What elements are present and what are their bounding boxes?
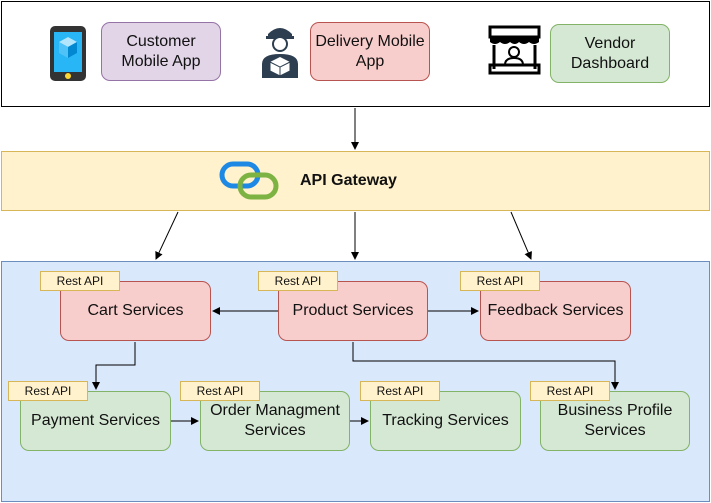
rest-api-tag: Rest API <box>40 271 120 291</box>
arrow-gateway-to-cart <box>155 211 179 260</box>
rest-api-tag: Rest API <box>360 381 440 401</box>
vendor-dashboard-box: Vendor Dashboard <box>550 24 670 83</box>
rest-api-tag: Rest API <box>258 271 338 291</box>
arrow-cart-to-payment <box>92 342 136 390</box>
product-services-box: Product Services <box>278 281 428 341</box>
delivery-mobile-app-box: Delivery Mobile App <box>310 22 430 81</box>
order-management-services-box: Order Managment Services <box>200 391 350 451</box>
tracking-services-box: Tracking Services <box>370 391 521 451</box>
mobile-phone-icon <box>49 25 89 82</box>
customer-mobile-app-box: Customer Mobile App <box>101 22 221 81</box>
rest-api-tag: Rest API <box>180 381 260 401</box>
cart-services-box: Cart Services <box>60 281 211 341</box>
rest-api-tag: Rest API <box>460 271 540 291</box>
api-gateway-region <box>1 151 710 211</box>
rest-api-tag: Rest API <box>530 381 610 401</box>
storefront-icon <box>488 25 541 77</box>
linked-rings-icon <box>219 161 279 201</box>
payment-services-box: Payment Services <box>20 391 171 451</box>
api-gateway-title: API Gateway <box>300 172 397 189</box>
arrow-product-to-business <box>352 342 619 390</box>
rest-api-tag: Rest API <box>8 381 88 401</box>
arrow-gateway-to-feedback <box>510 211 532 260</box>
business-profile-services-box: Business Profile Services <box>540 391 690 451</box>
delivery-person-icon <box>258 24 302 79</box>
feedback-services-box: Feedback Services <box>480 281 631 341</box>
